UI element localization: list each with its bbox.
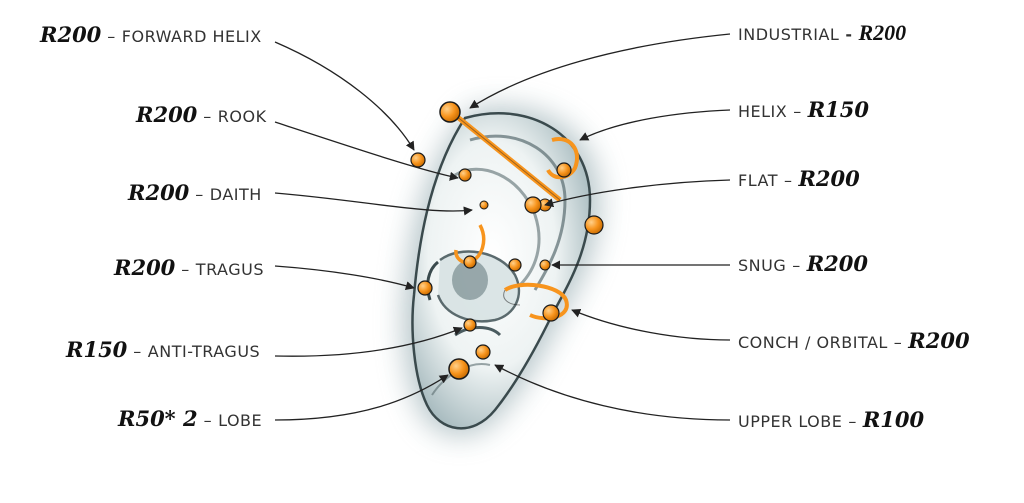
leader-conch	[571, 308, 731, 341]
label-tragus: R200–TRAGUS	[114, 257, 264, 278]
separator: –	[203, 411, 213, 430]
part-daith: DAITH	[209, 185, 262, 204]
part-lobe: LOBE	[218, 411, 263, 430]
flat-ball	[524, 196, 542, 214]
part-rook: ROOK	[217, 107, 267, 126]
leader-anti-tragus	[274, 326, 463, 357]
rook-ball	[458, 168, 472, 182]
label-industrial: INDUSTRIAL-R200	[738, 22, 906, 44]
price-rook: R200	[136, 102, 198, 127]
price-anti-tragus: R150	[66, 337, 128, 362]
snug-ball-a	[508, 258, 522, 272]
separator: –	[848, 412, 857, 431]
leader-industrial	[469, 33, 731, 109]
separator: –	[893, 333, 903, 352]
leader-helix	[579, 109, 731, 141]
part-industrial: INDUSTRIAL	[738, 25, 840, 44]
price-helix: R150	[807, 97, 870, 122]
part-tragus: TRAGUS	[195, 260, 264, 279]
leader-tragus	[274, 265, 415, 291]
label-anti-tragus: R150–ANTI-TRAGUS	[66, 339, 260, 360]
label-lobe: R50* 2–LOBE	[118, 408, 262, 429]
price-industrial: R200	[858, 20, 907, 45]
separator: –	[783, 171, 793, 190]
price-conch-orbital: R200	[908, 328, 970, 353]
leader-lobe	[274, 374, 449, 421]
jewelry	[410, 101, 604, 380]
anti-tragus-ball	[463, 318, 477, 332]
part-helix: HELIX	[738, 102, 788, 121]
part-flat: FLAT	[738, 171, 778, 190]
price-forward-helix: R200	[40, 22, 102, 47]
price-daith: R200	[128, 180, 190, 205]
lobe-ball	[448, 358, 470, 380]
separator: –	[203, 107, 212, 126]
forward-helix-ball	[410, 152, 426, 168]
label-flat: FLAT–R200	[738, 168, 860, 189]
leader-rook	[274, 121, 459, 181]
label-helix: HELIX–R150	[738, 99, 869, 120]
helix-ring	[546, 137, 579, 180]
label-forward-helix: R200–FORWARD HELIX	[40, 24, 262, 45]
separator: –	[195, 185, 204, 204]
rim-ball	[584, 215, 604, 235]
part-anti-tragus: ANTI-TRAGUS	[147, 342, 261, 361]
price-flat: R200	[798, 166, 860, 191]
label-rook: R200–ROOK	[136, 104, 267, 125]
part-forward-helix: FORWARD HELIX	[121, 27, 262, 46]
upper-lobe-ball	[475, 344, 491, 360]
leader-lines	[274, 33, 731, 421]
part-conch-orbital: CONCH / ORBITAL	[738, 333, 888, 352]
label-snug: SNUG–R200	[738, 253, 868, 274]
label-upper-lobe: UPPER LOBE–R100	[738, 409, 924, 430]
industrial-bar	[453, 113, 562, 202]
price-upper-lobe: R100	[862, 407, 925, 432]
label-daith: R200–DAITH	[128, 182, 262, 203]
leader-daith	[274, 192, 473, 216]
label-conch-orbital: CONCH / ORBITAL–R200	[738, 330, 970, 351]
tragus-ball	[417, 280, 433, 296]
price-tragus: R200	[114, 255, 176, 280]
separator: –	[793, 102, 802, 121]
part-snug: SNUG	[738, 256, 787, 275]
separator: –	[181, 260, 190, 279]
separator: –	[107, 27, 116, 46]
part-upper-lobe: UPPER LOBE	[738, 412, 843, 431]
snug-ball-b	[539, 259, 551, 271]
separator: –	[792, 256, 801, 275]
separator: -	[845, 25, 853, 44]
price-snug: R200	[806, 251, 869, 276]
leader-flat	[544, 179, 731, 208]
price-lobe: R50* 2	[118, 406, 198, 431]
separator: –	[133, 342, 142, 361]
leader-upper-lobe	[494, 364, 731, 421]
industrial-ball-top	[439, 101, 461, 123]
leader-forward-helix	[274, 41, 415, 151]
